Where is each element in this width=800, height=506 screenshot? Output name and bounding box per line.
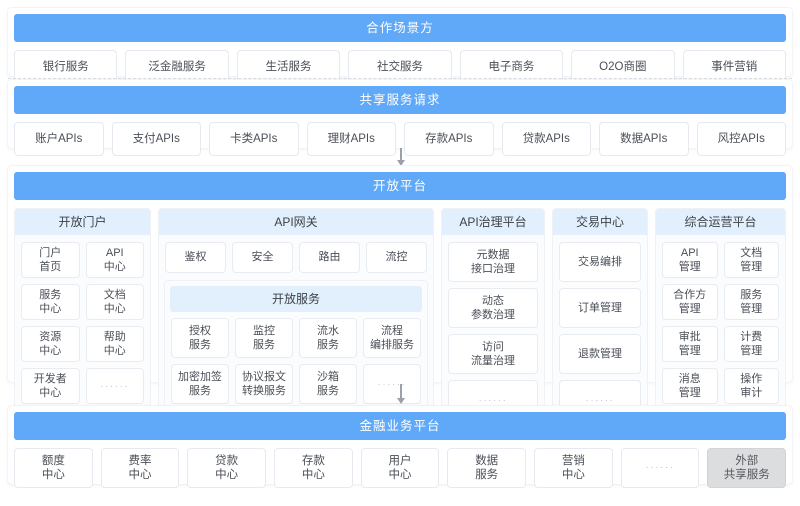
partner-scenario-section: 合作场景方 银行服务 泛金融服务 生活服务 社交服务 电子商务 O2O商圈 事件… — [8, 8, 792, 84]
shared-service-request-band: 共享服务请求 — [14, 86, 786, 114]
finance-chip-loan-center[interactable]: 贷款 中心 — [187, 448, 267, 488]
portal-cell-home[interactable]: 门户 首页 — [21, 242, 80, 278]
arrow-platform-to-finance — [396, 384, 406, 404]
api-chip-loan[interactable]: 贷款APIs — [501, 122, 591, 156]
shared-service-request-section: 共享服务请求 账户APIs 支付APIs 卡类APIs 理财APIs 存款API… — [8, 80, 792, 156]
open-portal-grid: 门户 首页 API 中心 服务 中心 文档 中心 资源 中心 帮助 中心 开发者… — [15, 235, 150, 404]
portal-cell-help-center[interactable]: 帮助 中心 — [85, 326, 144, 362]
api-gateway-header: API网关 — [159, 209, 433, 235]
governance-cell-metadata[interactable]: 元数据 接口治理 — [448, 242, 538, 282]
trade-cell-refund-management[interactable]: 退款管理 — [559, 334, 641, 374]
portal-cell-more[interactable]: ······ — [85, 368, 144, 404]
partner-shared-divider — [8, 78, 792, 79]
ops-platform-grid: API 管理 文档 管理 合作方 管理 服务 管理 审批 管理 计费 管理 消息… — [656, 235, 785, 404]
ops-cell-doc-management[interactable]: 文档 管理 — [723, 242, 779, 278]
trade-center-column: 交易中心 交易编排 订单管理 退款管理 ······ — [552, 208, 648, 427]
open-service-cell-protocol-conversion[interactable]: 协议报文 转换服务 — [235, 364, 293, 404]
open-service-cell-sandbox[interactable]: 沙箱 服务 — [299, 364, 357, 404]
gateway-cell-routing[interactable]: 路由 — [299, 242, 360, 273]
open-service-grid: 授权 服务 监控 服务 流水 服务 流程 编排服务 加密加签 服务 协议报文 转… — [165, 318, 427, 404]
finance-chip-rate-center[interactable]: 费率 中心 — [100, 448, 180, 488]
finance-chip-user-center[interactable]: 用户 中心 — [360, 448, 440, 488]
trade-cell-order-management[interactable]: 订单管理 — [559, 288, 641, 328]
open-platform-band: 开放平台 — [14, 172, 786, 200]
arrow-head — [397, 160, 405, 166]
api-chip-risk[interactable]: 风控APIs — [696, 122, 786, 156]
api-chip-deposit[interactable]: 存款APIs — [404, 122, 494, 156]
api-chip-card[interactable]: 卡类APIs — [209, 122, 299, 156]
finance-chip-more[interactable]: ······ — [620, 448, 700, 488]
portal-cell-resource-center[interactable]: 资源 中心 — [21, 326, 80, 362]
governance-cell-access-traffic[interactable]: 访问 流量治理 — [448, 334, 538, 374]
portal-cell-doc-center[interactable]: 文档 中心 — [85, 284, 144, 320]
api-chip-wealth[interactable]: 理财APIs — [306, 122, 396, 156]
governance-cell-dynamic-params[interactable]: 动态 参数治理 — [448, 288, 538, 328]
ops-platform-header: 综合运营平台 — [656, 209, 785, 235]
gateway-cell-flow-control[interactable]: 流控 — [366, 242, 427, 273]
open-portal-column: 开放门户 门户 首页 API 中心 服务 中心 文档 中心 资源 中心 帮助 中… — [14, 208, 151, 427]
shared-api-chip-row: 账户APIs 支付APIs 卡类APIs 理财APIs 存款APIs 贷款API… — [14, 122, 786, 156]
partner-scenario-band: 合作场景方 — [14, 14, 786, 42]
open-service-cell-more[interactable]: ······ — [363, 364, 421, 404]
portal-cell-api-center[interactable]: API 中心 — [85, 242, 144, 278]
arrow-stem — [400, 384, 402, 398]
ops-platform-column: 综合运营平台 API 管理 文档 管理 合作方 管理 服务 管理 审批 管理 计… — [655, 208, 786, 427]
finance-chip-data-service[interactable]: 数据 服务 — [447, 448, 527, 488]
ops-cell-billing-management[interactable]: 计费 管理 — [723, 326, 779, 362]
open-service-subsection: 开放服务 授权 服务 监控 服务 流水 服务 流程 编排服务 加密加签 服务 协… — [164, 280, 428, 411]
ops-cell-api-management[interactable]: API 管理 — [662, 242, 718, 278]
trade-center-grid: 交易编排 订单管理 退款管理 ······ — [553, 235, 647, 420]
open-platform-body: 开放门户 门户 首页 API 中心 服务 中心 文档 中心 资源 中心 帮助 中… — [14, 208, 786, 427]
api-gateway-grid: 鉴权 安全 路由 流控 — [159, 235, 433, 273]
api-chip-data[interactable]: 数据APIs — [599, 122, 689, 156]
finance-chip-marketing-center[interactable]: 营销 中心 — [534, 448, 613, 488]
open-service-cell-orchestration[interactable]: 流程 编排服务 — [363, 318, 421, 358]
portal-cell-developer-center[interactable]: 开发者 中心 — [21, 368, 80, 404]
portal-cell-service-center[interactable]: 服务 中心 — [21, 284, 80, 320]
ops-cell-service-management[interactable]: 服务 管理 — [723, 284, 779, 320]
open-service-cell-monitoring[interactable]: 监控 服务 — [235, 318, 293, 358]
finance-chip-row: 额度 中心 费率 中心 贷款 中心 存款 中心 用户 中心 数据 服务 营销 中… — [14, 448, 787, 488]
open-portal-header: 开放门户 — [15, 209, 150, 235]
finance-platform-section: 金融业务平台 额度 中心 费率 中心 贷款 中心 存款 中心 用户 中心 数据 … — [8, 406, 792, 488]
open-service-cell-transaction-flow[interactable]: 流水 服务 — [299, 318, 357, 358]
finance-chip-credit-limit[interactable]: 额度 中心 — [14, 448, 93, 488]
arrow-head — [397, 398, 405, 404]
arrow-shared-to-platform — [396, 148, 406, 166]
api-governance-header: API治理平台 — [442, 209, 544, 235]
gateway-cell-security[interactable]: 安全 — [232, 242, 293, 273]
open-service-cell-authorization[interactable]: 授权 服务 — [171, 318, 229, 358]
api-governance-grid: 元数据 接口治理 动态 参数治理 访问 流量治理 ······ — [442, 235, 544, 420]
gateway-cell-auth[interactable]: 鉴权 — [165, 242, 226, 273]
api-governance-column: API治理平台 元数据 接口治理 动态 参数治理 访问 流量治理 ······ — [441, 208, 545, 427]
open-service-cell-encryption-signing[interactable]: 加密加签 服务 — [171, 364, 229, 404]
finance-platform-band: 金融业务平台 — [14, 412, 786, 440]
ops-cell-message-management[interactable]: 消息 管理 — [662, 368, 718, 404]
ops-cell-approval-management[interactable]: 审批 管理 — [662, 326, 718, 362]
ops-cell-operation-audit[interactable]: 操作 审计 — [723, 368, 779, 404]
arrow-stem — [400, 148, 402, 160]
api-chip-payment[interactable]: 支付APIs — [111, 122, 201, 156]
finance-chip-external-shared-service[interactable]: 外部 共享服务 — [707, 448, 787, 488]
open-service-header: 开放服务 — [170, 286, 422, 312]
api-chip-account[interactable]: 账户APIs — [14, 122, 104, 156]
open-platform-section: 开放平台 开放门户 门户 首页 API 中心 服务 中心 文档 中心 资源 中心… — [8, 166, 792, 427]
api-gateway-column: API网关 鉴权 安全 路由 流控 开放服务 授权 服务 监控 服务 流水 服务… — [158, 208, 434, 427]
ops-cell-partner-management[interactable]: 合作方 管理 — [662, 284, 718, 320]
trade-center-header: 交易中心 — [553, 209, 647, 235]
finance-chip-deposit-center[interactable]: 存款 中心 — [274, 448, 353, 488]
trade-cell-orchestration[interactable]: 交易编排 — [559, 242, 641, 282]
